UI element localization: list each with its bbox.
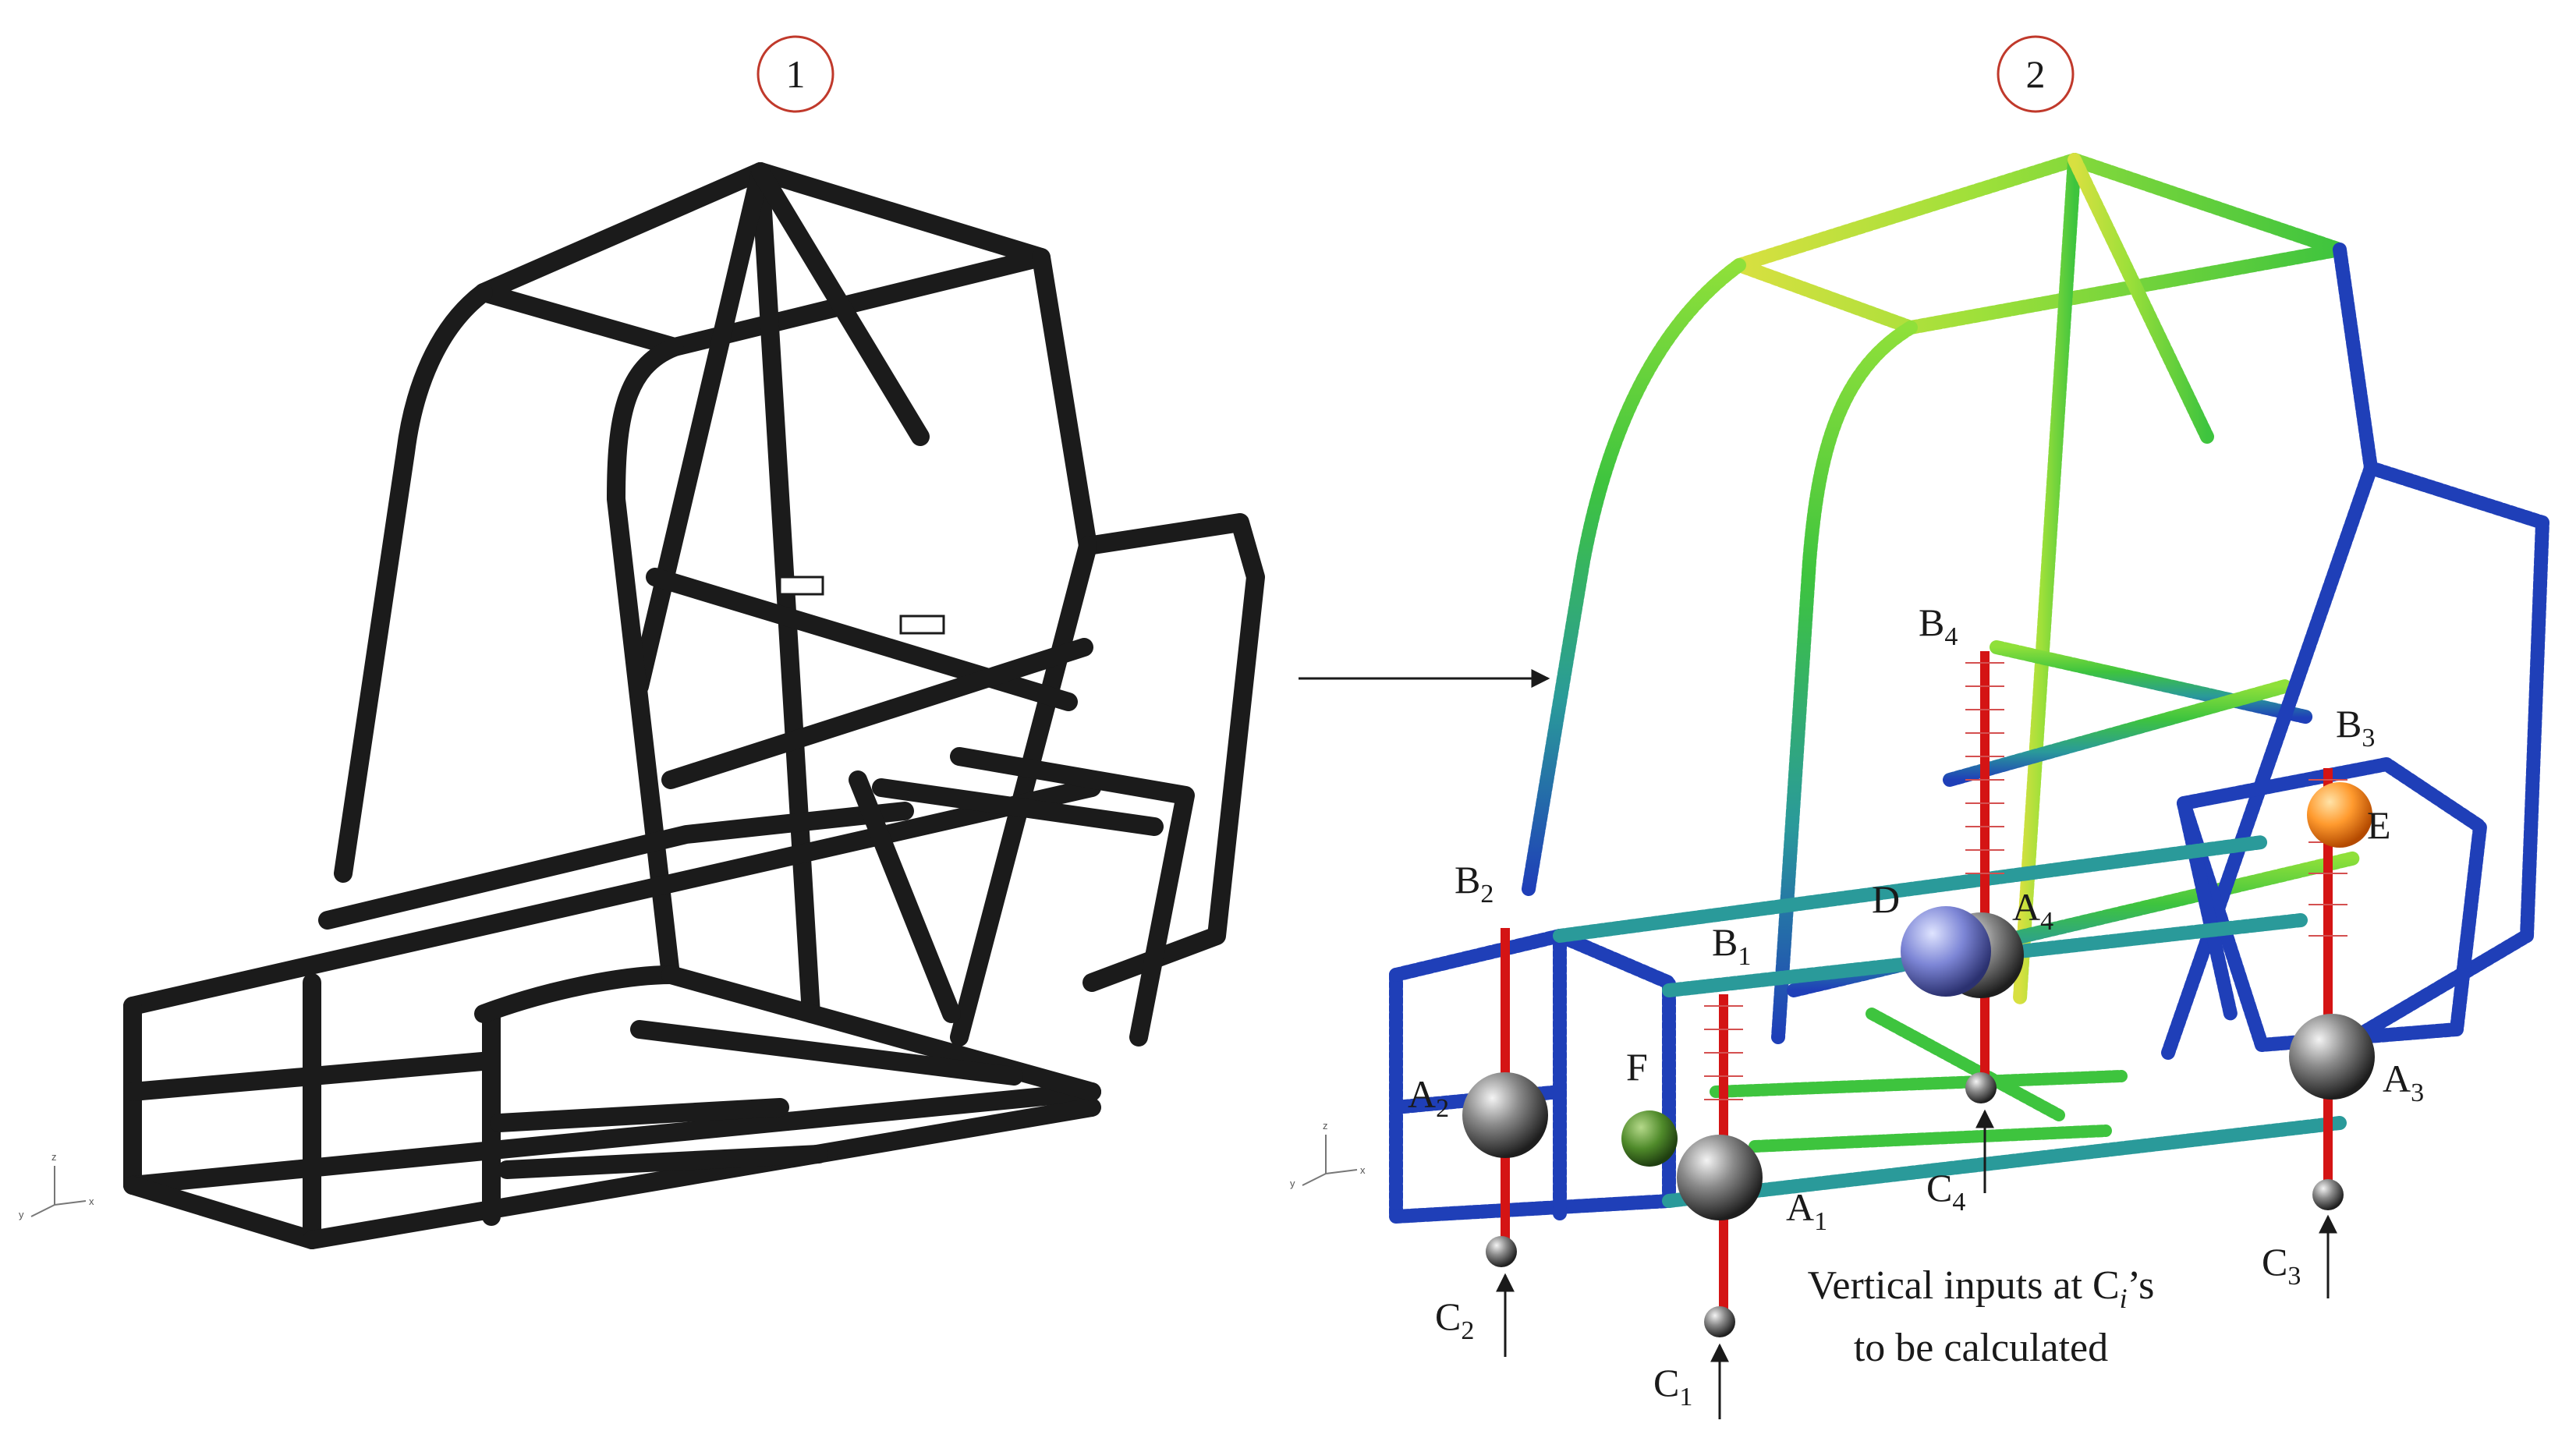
caption-line-2: to be calculated <box>1854 1326 2108 1370</box>
label-F: F <box>1626 1045 1648 1089</box>
axis-y-label-2: y <box>1290 1178 1295 1189</box>
sphere-C2 <box>1486 1236 1517 1267</box>
axis-x-label-1: x <box>89 1195 94 1207</box>
panel-1-marker-circle <box>757 35 834 113</box>
axis-triad-2 <box>1302 1135 1358 1186</box>
label-B3: B3 <box>2336 702 2375 753</box>
label-E: E <box>2367 803 2391 847</box>
sphere-D <box>1901 906 1991 997</box>
label-A4: A4 <box>2012 885 2053 936</box>
sphere-C4 <box>1965 1072 1997 1103</box>
label-D: D <box>1872 877 1900 921</box>
label-C3: C3 <box>2262 1240 2301 1291</box>
label-B1: B1 <box>1712 920 1751 971</box>
label-A2: A2 <box>1408 1072 1449 1123</box>
tube-frame <box>123 162 1265 1249</box>
label-B4: B4 <box>1919 600 1958 651</box>
panel-2-marker-circle <box>1997 35 2075 113</box>
sphere-F <box>1621 1110 1678 1167</box>
axis-z-label-1: z <box>51 1151 57 1163</box>
axis-x-label-2: x <box>1360 1164 1366 1176</box>
sphere-C1 <box>1704 1306 1735 1337</box>
label-C4: C4 <box>1926 1166 1965 1217</box>
label-A3: A3 <box>2383 1057 2424 1107</box>
sphere-A3 <box>2289 1014 2375 1100</box>
sphere-C3 <box>2312 1179 2344 1210</box>
caption-line-1: Vertical inputs at Ci’s <box>1808 1263 2155 1314</box>
label-B2: B2 <box>1455 858 1494 908</box>
label-C2: C2 <box>1435 1295 1474 1345</box>
tab-brackets <box>778 576 945 635</box>
axis-z-label-2: z <box>1323 1120 1328 1132</box>
axis-y-label-1: y <box>19 1209 24 1220</box>
axis-triad-1 <box>30 1166 87 1217</box>
sphere-A2 <box>1462 1072 1548 1158</box>
panel-2-fe-model: 2 <box>1290 35 2549 1419</box>
label-A1: A1 <box>1786 1185 1827 1236</box>
input-arrows <box>1496 1109 2337 1419</box>
label-C1: C1 <box>1653 1361 1692 1411</box>
panel-2-marker-label: 2 <box>2026 52 2046 96</box>
panel-1-marker-label: 1 <box>786 52 806 96</box>
sphere-E <box>2307 782 2372 848</box>
panel-1-frame-model: 1 <box>19 35 1265 1249</box>
mesh-frame <box>1389 153 2549 1224</box>
sphere-A1 <box>1677 1135 1763 1220</box>
